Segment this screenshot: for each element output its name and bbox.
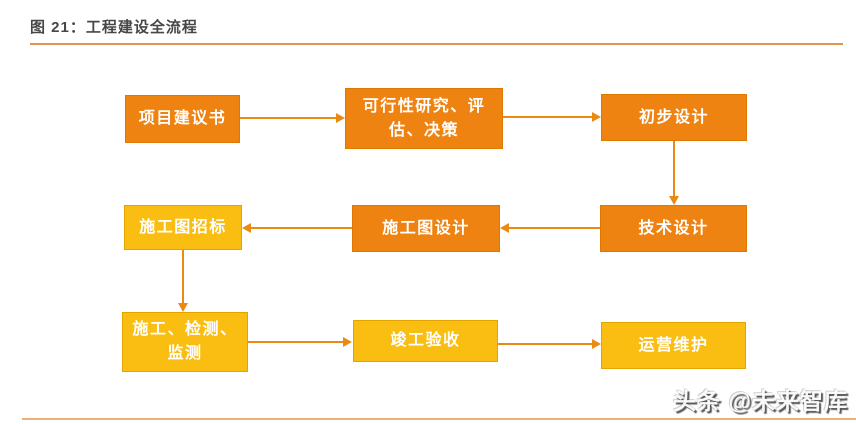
bottom-rule: [22, 418, 856, 420]
node-completion-acceptance: 竣工验收: [353, 320, 498, 362]
title-rule: [30, 43, 843, 45]
watermark-toutiao: 头条 @未来智库: [673, 388, 848, 414]
node-construction-drawing-design: 施工图设计: [352, 205, 500, 252]
node-operation-maintenance: 运营维护: [601, 322, 746, 369]
node-project-proposal: 项目建议书: [125, 95, 240, 143]
node-preliminary-design: 初步设计: [601, 94, 747, 141]
node-technical-design: 技术设计: [600, 205, 747, 252]
node-construction-drawing-bidding: 施工图招标: [124, 205, 242, 250]
figure-title: 图 21：工程建设全流程: [30, 19, 198, 36]
node-construction-inspection-monitoring: 施工、检测、 监测: [122, 312, 248, 372]
node-feasibility-study: 可行性研究、评 估、决策: [345, 88, 503, 149]
